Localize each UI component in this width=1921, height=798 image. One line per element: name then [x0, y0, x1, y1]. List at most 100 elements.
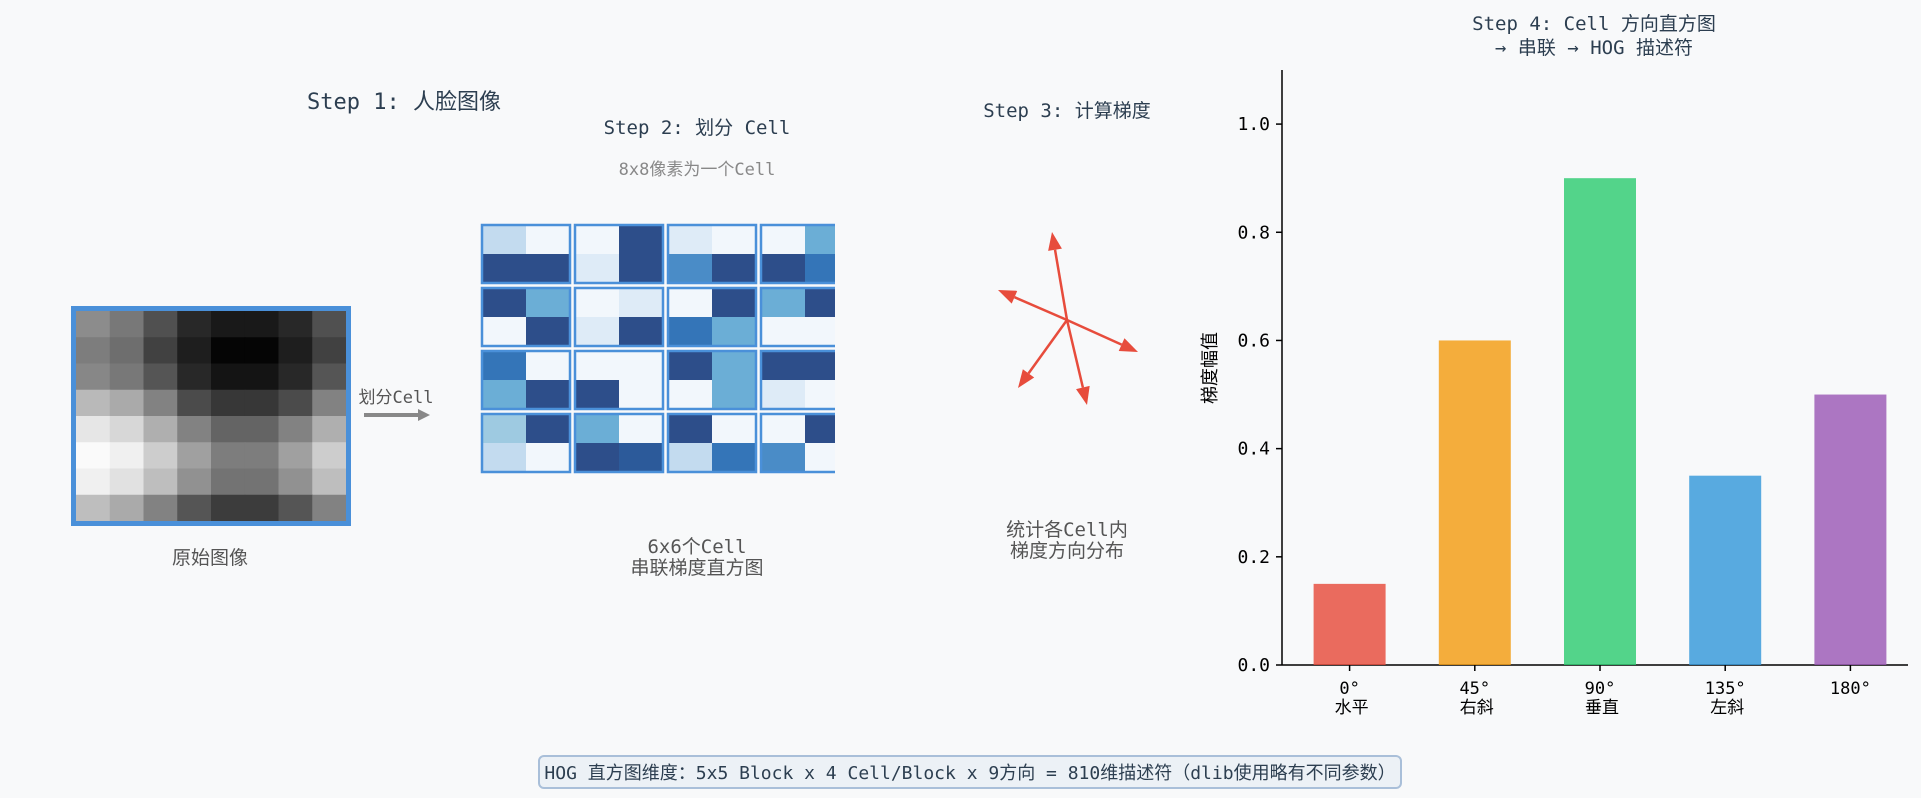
face-pixel	[109, 311, 145, 338]
orientation-histogram-chart: 0.00.20.40.60.81.0梯度幅值0°水平45°右斜90°垂直135°…	[1200, 70, 1908, 718]
step2-subtitle: 8x8像素为一个Cell	[618, 160, 776, 180]
histogram-bar	[1564, 178, 1636, 665]
face-pixel	[278, 494, 313, 522]
step3-caption: 统计各Cell内 梯度方向分布	[1006, 520, 1128, 562]
face-pixel	[244, 494, 280, 522]
cell	[666, 223, 758, 285]
step2-caption-line: 6x6个Cell	[647, 536, 747, 558]
x-tick-label: 45°	[1459, 679, 1490, 699]
cell	[573, 223, 665, 285]
cell	[573, 349, 665, 411]
histogram-bar	[1313, 583, 1386, 665]
x-tick-sublabel: 左斜	[1710, 698, 1744, 718]
hog-dimension-note: HOG 直方图维度：5x5 Block x 4 Cell/Block x 9方向…	[538, 755, 1402, 789]
split-cell-arrow	[364, 409, 430, 421]
face-pixel	[312, 494, 347, 522]
face-pixel	[143, 416, 178, 443]
face-pixel	[76, 468, 111, 496]
histogram-bar	[1814, 394, 1887, 665]
face-pixel	[143, 337, 178, 365]
x-tick-sublabel: 垂直	[1585, 698, 1619, 718]
face-pixel	[211, 416, 246, 443]
face-pixel	[278, 416, 313, 443]
face-pixel	[109, 468, 145, 496]
face-pixel	[177, 311, 212, 338]
face-pixel	[244, 363, 280, 391]
step3-caption-line: 统计各Cell内	[1006, 519, 1128, 541]
face-pixel	[143, 389, 178, 417]
face-pixel	[278, 337, 313, 365]
face-pixel	[76, 389, 111, 417]
cell	[666, 286, 758, 348]
face-pixel	[312, 389, 347, 417]
gradient-arrows	[998, 232, 1138, 405]
cell	[480, 349, 572, 411]
gradient-arrow	[1065, 319, 1090, 405]
face-pixel	[177, 494, 212, 522]
face-pixel	[312, 363, 347, 391]
face-pixel	[177, 468, 212, 496]
face-pixel	[278, 442, 313, 470]
face-pixel	[312, 311, 347, 338]
face-pixel	[278, 468, 313, 496]
y-tick-label: 0.6	[1237, 330, 1270, 351]
y-tick-label: 0.0	[1237, 655, 1270, 676]
face-pixel	[177, 389, 212, 417]
face-pixel	[244, 389, 280, 417]
step1-caption: 原始图像	[171, 547, 249, 569]
face-pixel	[211, 468, 246, 496]
gradient-arrow	[1018, 319, 1069, 388]
y-tick-label: 1.0	[1237, 114, 1270, 135]
chart-title: Step 4: Cell 方向直方图 → 串联 → HOG 描述符	[1472, 12, 1716, 60]
face-pixel	[211, 442, 246, 470]
y-tick-label: 0.8	[1237, 222, 1270, 243]
face-pixel	[312, 337, 347, 365]
face-pixel	[244, 468, 280, 496]
x-tick-sublabel: 水平	[1335, 698, 1369, 718]
face-pixel	[109, 442, 145, 470]
step3-caption-line: 梯度方向分布	[1009, 540, 1125, 562]
face-pixel	[143, 311, 178, 338]
cell	[480, 286, 572, 348]
histogram-bar	[1689, 475, 1762, 665]
face-pixel	[244, 337, 280, 365]
face-pixel	[211, 311, 246, 338]
x-tick-label: 135°	[1705, 679, 1746, 699]
face-image-frame	[71, 306, 351, 526]
step2-caption-line: 串联梯度直方图	[630, 557, 764, 579]
face-pixel	[76, 494, 111, 522]
face-pixel	[244, 416, 280, 443]
chart-title-line: Step 4: Cell 方向直方图	[1472, 13, 1716, 35]
cell-grid	[480, 218, 865, 478]
face-pixel	[76, 337, 111, 365]
face-image-pixel-grid	[76, 311, 347, 522]
cell	[573, 412, 665, 474]
face-pixel	[244, 442, 280, 470]
gradient-arrow	[1048, 232, 1069, 321]
step2-caption: 6x6个Cell 串联梯度直方图	[630, 537, 763, 579]
x-tick-sublabel: 右斜	[1460, 698, 1494, 718]
histogram-bar	[1438, 340, 1511, 665]
step2-title: Step 2: 划分 Cell	[603, 117, 791, 139]
face-pixel	[109, 389, 145, 417]
face-pixel	[76, 442, 111, 470]
chart-title-line: → 串联 → HOG 描述符	[1495, 37, 1693, 59]
face-pixel	[211, 337, 246, 365]
face-pixel	[244, 311, 280, 338]
face-pixel	[312, 468, 347, 496]
cell	[666, 349, 758, 411]
step1-title: Step 1: 人脸图像	[307, 90, 501, 115]
face-pixel	[177, 363, 212, 391]
x-tick-label: 0°	[1339, 679, 1359, 699]
y-tick-label: 0.2	[1237, 547, 1270, 568]
face-pixel	[211, 494, 246, 522]
face-pixel	[278, 389, 313, 417]
face-pixel	[109, 494, 145, 522]
face-pixel	[143, 468, 178, 496]
cell	[573, 286, 665, 348]
face-pixel	[76, 311, 111, 338]
face-pixel	[109, 416, 145, 443]
y-tick-label: 0.4	[1237, 439, 1270, 460]
face-pixel	[109, 363, 145, 391]
